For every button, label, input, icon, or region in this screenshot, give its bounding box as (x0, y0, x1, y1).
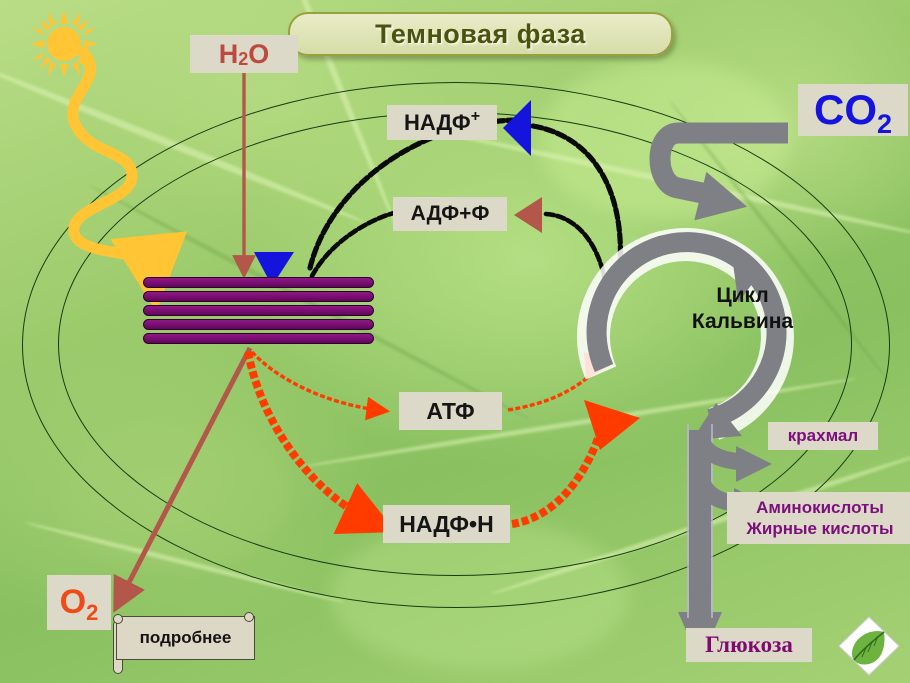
atp-text: АТФ (426, 397, 475, 424)
calvin-line-2: Кальвина (691, 309, 794, 333)
label-starch: крахмал (768, 422, 878, 450)
fatty-acids-text: Жирные кислоты (746, 519, 894, 538)
calvin-cycle-label: Цикл Кальвина (655, 283, 830, 334)
page-title: Темновая фаза (375, 18, 586, 49)
amino-acids-text: Аминокислоты (756, 497, 884, 517)
leaf-logo-icon[interactable] (838, 616, 900, 676)
label-nadph: НАДФ•Н (383, 505, 510, 543)
chloroplast-outer-membrane (22, 82, 890, 608)
o2-subscript: 2 (86, 599, 99, 625)
nadp-plus-text: НАДФ (403, 109, 471, 135)
nadph-text: НАДФ•Н (399, 510, 494, 537)
starch-text: крахмал (787, 426, 859, 445)
o2-text: O (59, 583, 87, 621)
label-nadp-plus: НАДФ+ (387, 105, 497, 140)
h2o-text: H (218, 38, 239, 69)
label-amino-fatty-acids: Аминокислоты Жирные кислоты (727, 492, 910, 544)
scroll-curl-right-icon (244, 612, 254, 622)
label-glucose: Глюкоза (686, 628, 812, 662)
thylakoid-stack (143, 277, 374, 345)
nadp-plus-superscript: + (470, 108, 481, 125)
glucose-text: Глюкоза (705, 632, 793, 657)
calvin-line-1: Цикл (716, 284, 769, 307)
co2-text: CO (813, 86, 877, 133)
h2o-subscript: 2 (238, 49, 249, 69)
adp-f-text: АДФ+Ф (410, 202, 490, 225)
slide-title: Темновая фаза (288, 12, 673, 56)
scroll-curl-left-icon (113, 614, 123, 624)
label-atp: АТФ (399, 392, 502, 430)
more-details-label: подробнее (139, 628, 232, 647)
co2-subscript: 2 (876, 108, 893, 139)
more-details-button[interactable]: подробнее (116, 616, 255, 660)
label-adp-f: АДФ+Ф (393, 197, 507, 231)
sun-icon (28, 8, 100, 80)
h2o-text-tail: O (248, 38, 270, 69)
